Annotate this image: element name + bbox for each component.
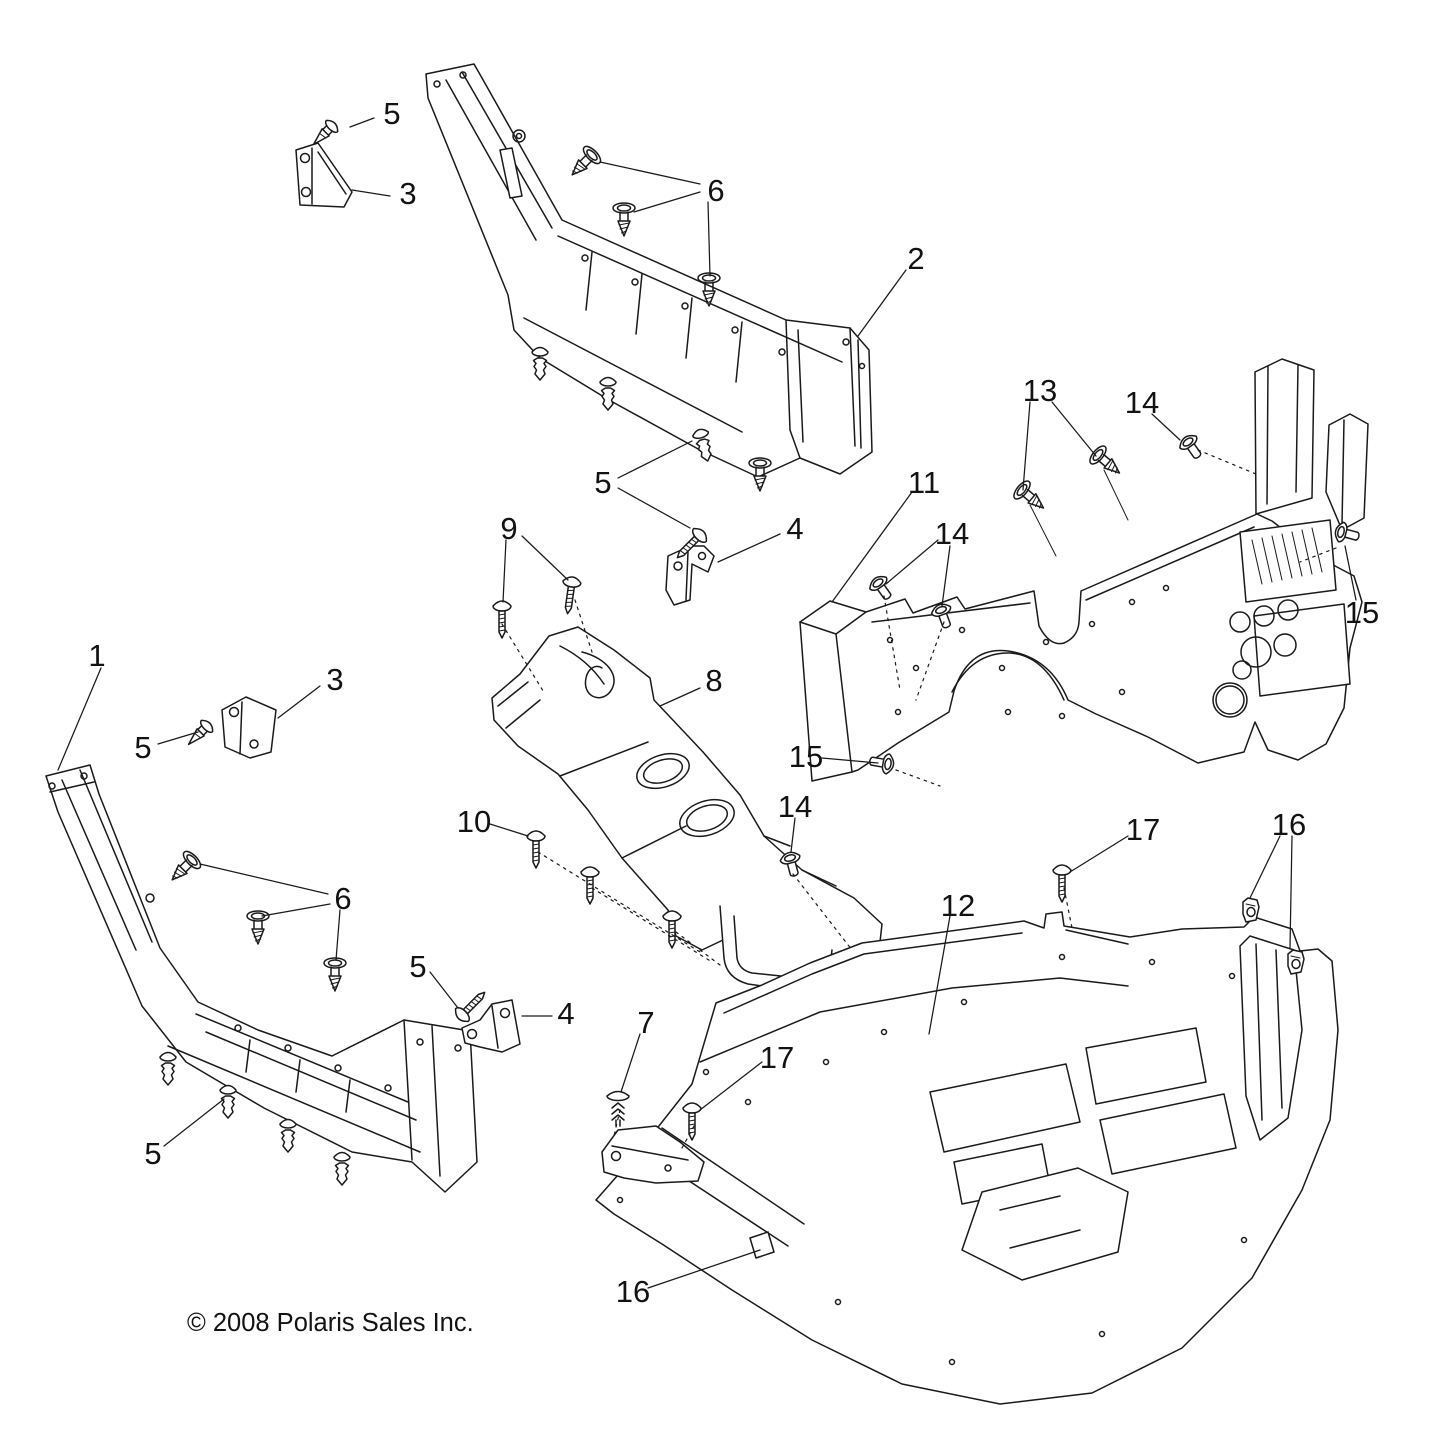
part-11-rear-closeoff-panel [799, 358, 1369, 782]
callout-11: 11 [908, 465, 940, 500]
mounting-plate-bottom [601, 1125, 705, 1184]
push-rivet-5g [219, 1084, 237, 1119]
screw-10a [526, 830, 546, 869]
part-2-rocker-panel-right [425, 63, 873, 478]
part-3-bracket-top [295, 142, 353, 208]
push-rivet-5i [333, 1151, 351, 1186]
callout-17-right: 17 [1126, 812, 1160, 847]
callout-4-mid: 4 [786, 511, 803, 546]
callout-8: 8 [705, 663, 722, 698]
callout-5-left: 5 [134, 730, 151, 765]
screw-10b [580, 866, 600, 905]
flange-rivet-6a [563, 142, 605, 184]
callout-5-top: 5 [383, 96, 400, 131]
bolt-14a [865, 572, 898, 605]
leader-lines [57, 117, 1357, 1289]
callout-6-top: 6 [707, 173, 724, 208]
flange-rivet-6b [612, 202, 636, 237]
callout-12: 12 [941, 888, 975, 923]
callout-14-topright: 14 [1125, 385, 1159, 420]
callout-4-left: 4 [557, 996, 574, 1031]
callout-9: 9 [500, 511, 517, 546]
push-rivet-5c [531, 346, 549, 381]
tree-clip-7 [606, 1090, 630, 1127]
push-pin-5b [182, 716, 217, 751]
callout-16-bottom: 16 [616, 1274, 650, 1309]
clip-16a [1242, 897, 1260, 923]
callout-14-console: 14 [778, 789, 812, 824]
callout-13: 13 [1023, 373, 1057, 408]
callout-2: 2 [907, 241, 924, 276]
callout-7: 7 [637, 1005, 654, 1040]
alignment-lines [501, 449, 1337, 1149]
clip-16b [1287, 949, 1305, 975]
callout-1: 1 [88, 638, 105, 673]
callout-3-left: 3 [326, 662, 343, 697]
flange-rivet-6g [323, 957, 347, 992]
screw-9a [492, 600, 512, 639]
part-4-bracket-mid [665, 545, 715, 606]
callout-5-bottom: 5 [144, 1136, 161, 1171]
clip-13a [1010, 477, 1052, 518]
part-4-bracket-left [461, 999, 521, 1053]
callout-16-right: 16 [1272, 807, 1306, 842]
callout-3-top: 3 [399, 176, 416, 211]
bolt-14c [1175, 431, 1208, 464]
callout-5-mid: 5 [594, 465, 611, 500]
callout-17-left: 17 [760, 1040, 794, 1075]
callout-10: 10 [457, 804, 491, 839]
callout-15-left: 15 [789, 739, 823, 774]
push-rivet-5h [279, 1118, 297, 1153]
callout-14-mid: 14 [935, 516, 969, 551]
part-12-floor-pan [595, 911, 1339, 1405]
flange-rivet-6e [163, 847, 205, 889]
callout-6-left: 6 [334, 881, 351, 916]
part-1-rocker-panel-left [45, 764, 478, 1193]
callout-15-right: 15 [1345, 595, 1379, 630]
push-rivet-5f [159, 1051, 177, 1086]
screw-17a [1052, 864, 1072, 903]
callout-labels: 5 3 6 2 13 14 11 14 15 5 4 9 8 1 3 5 15 … [88, 96, 1379, 1309]
copyright-notice: © 2008 Polaris Sales Inc. [187, 1309, 474, 1337]
callout-5-midleft: 5 [409, 949, 426, 984]
part-3-bracket-left [221, 696, 277, 759]
